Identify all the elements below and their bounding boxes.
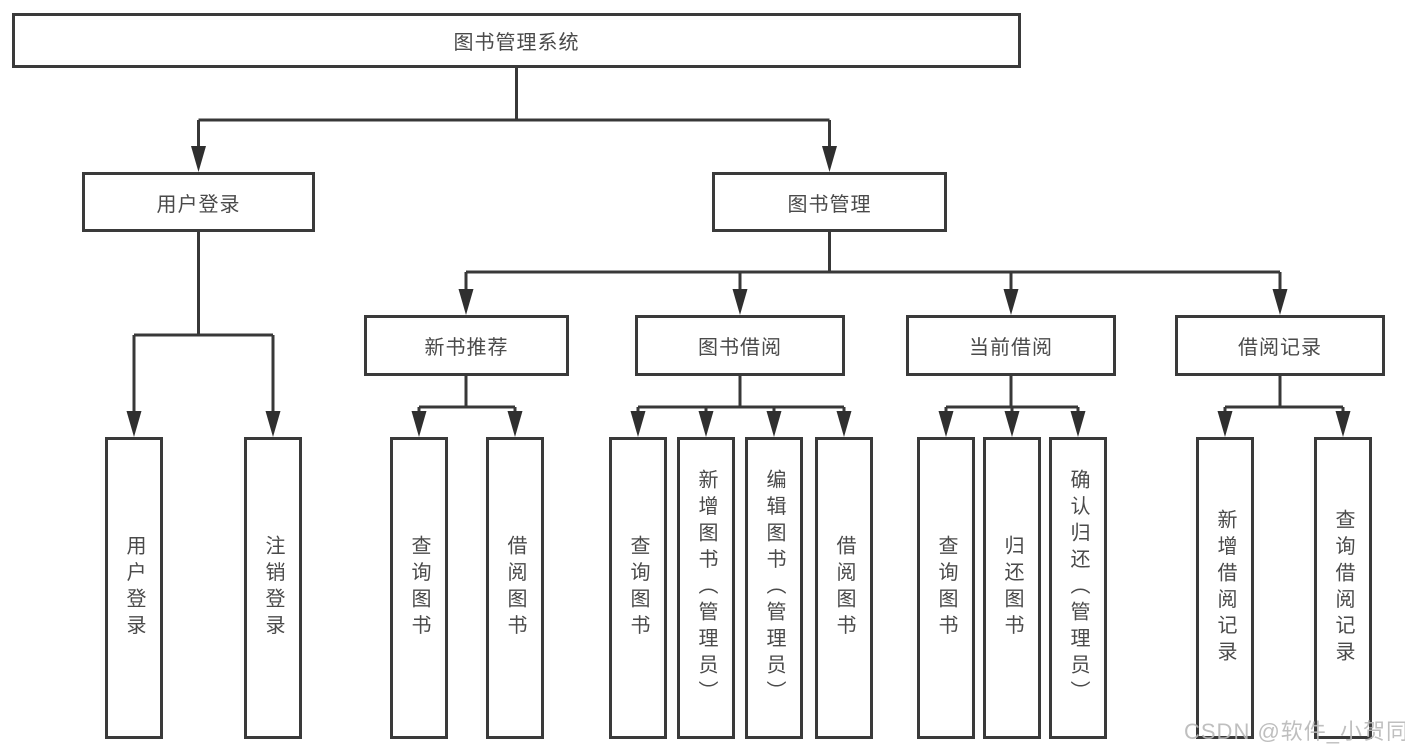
connector-book-borrow — [636, 376, 846, 413]
node-user-login: 用户登录 — [82, 172, 315, 232]
leaf-edit-book-admin: 编辑图书（管理员） — [745, 437, 803, 739]
node-label: 新增借阅记录 — [1214, 508, 1236, 668]
node-label: 查询借阅记录 — [1332, 508, 1354, 668]
node-book-management: 图书管理 — [712, 172, 947, 232]
node-label: 用户登录 — [156, 193, 241, 216]
node-label: 图书管理 — [787, 193, 872, 216]
leaf-query-books-borrow: 查询图书 — [609, 437, 667, 739]
node-label: 查询图书 — [627, 535, 649, 641]
node-label: 当前借阅 — [969, 337, 1053, 359]
leaf-query-books-current: 查询图书 — [917, 437, 975, 739]
leaf-query-books-recommend: 查询图书 — [390, 437, 448, 739]
connector-root — [197, 68, 831, 148]
node-label: 用户登录 — [123, 535, 145, 641]
connector-new-book-recommend — [417, 376, 517, 413]
node-label: 确认归还（管理员） — [1067, 469, 1089, 707]
leaf-user-login: 用户登录 — [105, 437, 163, 739]
leaf-return-book: 归还图书 — [983, 437, 1041, 739]
node-label: 新增图书（管理员） — [695, 469, 717, 707]
leaf-borrow-books: 借阅图书 — [815, 437, 873, 739]
node-label: 查询图书 — [408, 535, 430, 641]
node-borrow-records: 借阅记录 — [1175, 315, 1385, 376]
node-label: 注销登录 — [262, 535, 284, 641]
node-label: 借阅图书 — [504, 535, 526, 641]
connector-user-login — [132, 232, 275, 413]
node-new-book-recommend: 新书推荐 — [364, 315, 569, 376]
node-label: 查询图书 — [935, 535, 957, 641]
leaf-logout: 注销登录 — [244, 437, 302, 739]
node-library-management-system: 图书管理系统 — [12, 13, 1021, 68]
leaf-borrow-books-recommend: 借阅图书 — [486, 437, 544, 739]
csdn-watermark: CSDN @软件_小贺同学 — [1184, 719, 1405, 744]
node-current-borrow: 当前借阅 — [906, 315, 1116, 376]
leaf-confirm-return-admin: 确认归还（管理员） — [1049, 437, 1107, 739]
node-label: 借阅图书 — [833, 535, 855, 641]
connector-book-management — [464, 232, 1282, 291]
leaf-query-borrow-record: 查询借阅记录 — [1314, 437, 1372, 739]
node-label: 借阅记录 — [1238, 337, 1322, 359]
node-label: 归还图书 — [1001, 535, 1023, 641]
leaf-add-book-admin: 新增图书（管理员） — [677, 437, 735, 739]
node-label: 新书推荐 — [424, 337, 509, 359]
connector-borrow-records — [1223, 376, 1345, 413]
node-label: 图书管理系统 — [453, 32, 580, 54]
arrowheads — [126, 146, 1351, 437]
node-label: 编辑图书（管理员） — [763, 469, 785, 707]
node-book-borrow: 图书借阅 — [635, 315, 845, 376]
node-label: 图书借阅 — [698, 337, 782, 359]
leaf-add-borrow-record: 新增借阅记录 — [1196, 437, 1254, 739]
connector-current-borrow — [944, 376, 1080, 413]
